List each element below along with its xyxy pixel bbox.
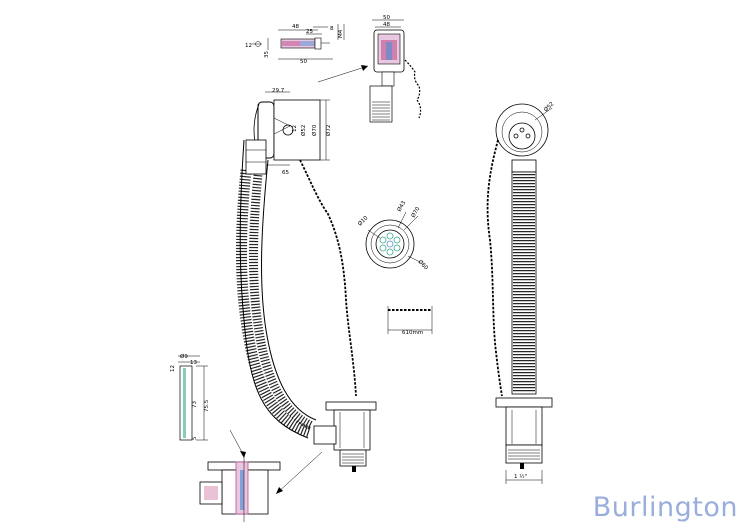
dim-bracket-73: 73 (192, 401, 198, 408)
burlington-logo: Burlington (592, 492, 738, 523)
dim-25: 25 (306, 29, 313, 35)
dim-48: 48 (292, 24, 299, 30)
dim-70-head: Ø70 (311, 124, 318, 136)
waste-section-detail (199, 429, 281, 522)
dim-chain-length: 610mm (402, 330, 423, 336)
chain-length-detail: 610mm (387, 306, 433, 336)
dim-bracket-9: Ø9 (180, 353, 188, 360)
dim-29-7: 29.7 (272, 88, 285, 94)
dim-8: 8 (330, 26, 334, 32)
dim-grate-10: Ø10 (356, 214, 369, 227)
dim-grate-70: Ø70 (410, 205, 422, 219)
dim-12-head: 12 (292, 125, 298, 132)
dim-side-thread: 1 ½" (514, 473, 527, 480)
flexible-hose (236, 139, 317, 439)
dim-50: 50 (300, 59, 307, 65)
dim-m4: M4 (338, 29, 344, 38)
grate-detail: Ø10 Ø43 Ø70 Ø60 (356, 199, 429, 272)
dim-bracket-755: 75.5 (204, 399, 210, 412)
bracket-detail: Ø9 13 12 73 75.5 5 (170, 353, 210, 441)
dim-52-head: Ø52 (300, 125, 307, 136)
waste-body (313, 401, 377, 472)
dim-grate-43: Ø43 (396, 199, 408, 213)
dim-side-52: Ø52 (542, 100, 555, 113)
dim-right-50: 50 (383, 15, 390, 21)
dim-bracket-13: 13 (190, 360, 197, 366)
dim-bracket-12: 12 (170, 365, 176, 372)
side-view-assembly: Ø52 1 ½" (486, 100, 555, 484)
plug-chain (299, 159, 357, 397)
dim-grate-60: Ø60 (417, 258, 430, 271)
dim-right-48: 48 (383, 22, 390, 28)
dim-72-head: Ø72 (325, 125, 332, 136)
dim-12: 12 (245, 43, 252, 49)
dim-35: 35 (264, 51, 270, 58)
screw-detail: 48 25 8 50 12 35 M4 (245, 24, 345, 65)
dim-65: 65 (282, 170, 289, 176)
overflow-section-detail: 50 48 (369, 15, 422, 123)
dim-bracket-5: 5 (192, 436, 198, 440)
